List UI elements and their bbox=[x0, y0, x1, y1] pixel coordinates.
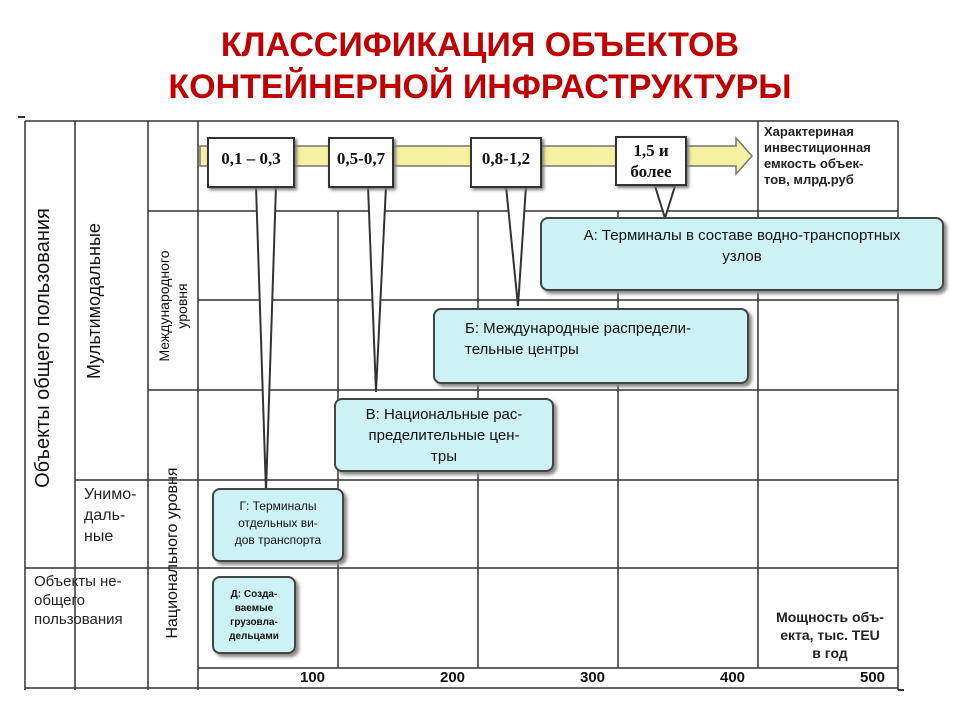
callout-pointer-4 bbox=[653, 185, 677, 222]
axis-tick-300: 300 bbox=[580, 669, 606, 686]
category-a-water-transport-terminals: А: Терминалы в составе водно-транспортны… bbox=[540, 217, 944, 291]
callout-investment-0-1-0-3: 0,1 – 0,3 bbox=[207, 137, 295, 188]
label-multimodal: Мультимодальные bbox=[84, 223, 104, 379]
axis-tick-400: 400 bbox=[720, 669, 746, 686]
label-non-public-objects: Объекты не- общего пользования bbox=[34, 573, 123, 628]
label-international-level: Международного уровня bbox=[156, 250, 190, 362]
axis-tick-100: 100 bbox=[300, 669, 326, 686]
label-national-level: Национального уровня bbox=[164, 467, 181, 639]
callout-pointer-2 bbox=[366, 185, 388, 393]
callout-pointer-3 bbox=[504, 185, 528, 307]
callout-investment-0-8-1-2: 0,8-1,2 bbox=[470, 137, 542, 188]
category-v-national-distribution-centers: В: Национальные рас- пределительные цен-… bbox=[334, 398, 554, 472]
category-b-international-distribution-centers: Б: Международные распредели- тельные цен… bbox=[433, 308, 749, 384]
category-d-shipper-created: Д: Созда- ваемые грузовла- дельцами bbox=[212, 576, 296, 654]
object-capacity-label: Мощность объ- екта, тыс. TEU в год bbox=[776, 609, 884, 661]
category-g-single-mode-terminals: Г: Терминалы отдельных ви- дов транспорт… bbox=[212, 488, 344, 562]
page-title-line-2: КОНТЕЙНЕРНОЙ ИНФРАСТРУКТУРЫ bbox=[168, 68, 792, 106]
callout-investment-1-5-plus: 1,5 и более bbox=[615, 136, 687, 186]
label-unimodal: Унимо- даль- ные bbox=[84, 486, 137, 545]
axis-tick-200: 200 bbox=[440, 669, 466, 686]
label-public-objects: Объекты общего пользования bbox=[32, 208, 54, 488]
callout-pointer-1 bbox=[254, 185, 278, 493]
callout-investment-0-5-0-7: 0,5-0,7 bbox=[328, 137, 394, 188]
page-title-line-1: КЛАССИФИКАЦИЯ ОБЪЕКТОВ bbox=[220, 26, 740, 64]
axis-tick-500: 500 bbox=[860, 669, 886, 686]
investment-capacity-label: Характериная инвестиционная емкость объе… bbox=[764, 124, 871, 187]
